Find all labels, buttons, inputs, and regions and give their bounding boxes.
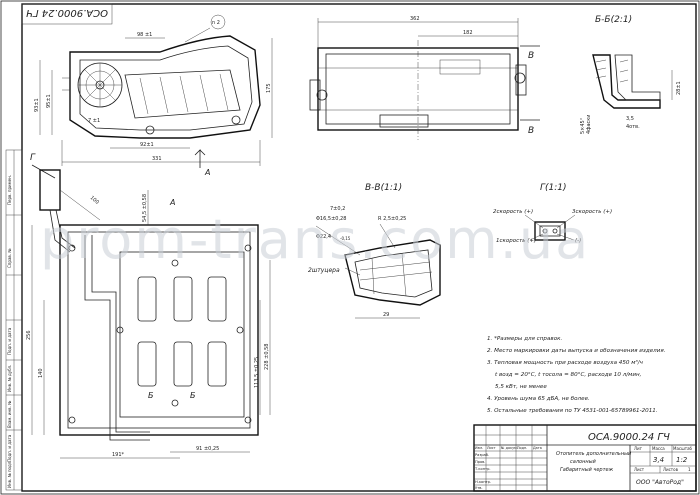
- notes-block: 1. *Размеры для справок. 2. Место маркир…: [487, 336, 666, 414]
- tb-sheet-label: Лист: [634, 467, 645, 472]
- front-view: 362 182 В В: [309, 16, 540, 140]
- side-stamp-2: Справ. №: [7, 249, 12, 268]
- tb-mass-header: Масса: [652, 446, 665, 451]
- dim-228: 228 ±0,58: [264, 344, 270, 370]
- tb-name-3: Габаритный чертеж: [560, 467, 614, 473]
- watermark-text: prom-trans.com.ua: [40, 208, 590, 271]
- tb-sheets-label: Листов: [663, 467, 679, 472]
- side-stamp-3: Подп. и дата: [7, 327, 12, 355]
- side-stamp-strip: Перв. примен. Справ. № Подп. и дата Инв.…: [5, 149, 23, 491]
- dim-28: 28±1: [676, 81, 682, 95]
- top-stamp-text: ОСА.9000.24 ГЧ: [26, 7, 108, 18]
- dim-191: 191*: [112, 452, 125, 458]
- dim-91: 91 ±0,25: [196, 446, 219, 452]
- side-stamp-4: Инв. № дубл.: [7, 365, 12, 392]
- view-marker-a: А: [204, 168, 210, 177]
- dim-182: 182: [463, 30, 473, 36]
- dim-3-5: 3,5: [626, 116, 634, 122]
- dim-29: 29: [383, 312, 389, 318]
- tb-doc-number: ОСА.9000.24 ГЧ: [588, 432, 670, 443]
- tb-name-1: Отопитель дополнительный: [556, 451, 632, 457]
- tb-role-3: Т.контр.: [474, 467, 491, 471]
- dim-113-5: 113,5 ±0,25: [254, 357, 260, 388]
- tb-row-date: Дата: [533, 446, 542, 450]
- tb-scale: 1:2: [676, 456, 688, 464]
- view-g: Г(1:1) 2скорость (+) 3скорость (+) 1скор…: [493, 183, 612, 244]
- section-marker-v-bottom: В: [528, 126, 534, 136]
- dim-100: 100: [89, 195, 100, 206]
- section-bb: Б-Б(2:1) 28±1 5×45° 4фаски 3,5 4отв.: [580, 15, 682, 134]
- dim-5x45: 5×45°: [580, 117, 586, 134]
- side-stamp-5: Взам. инв. №: [7, 401, 12, 428]
- tb-row-list: Лист: [487, 446, 496, 450]
- dim-015: -0,15: [340, 236, 351, 241]
- dim-7: 7 ±1: [88, 118, 100, 124]
- side-stamp-1: Перв. примен.: [7, 175, 12, 205]
- tb-name-2: салонный: [570, 459, 597, 465]
- view-a: А Г 100 54,5 ±0,58 256 140 113,5 ±0,: [26, 153, 271, 459]
- dim-4otv: 4отв.: [626, 124, 640, 130]
- tb-sheets-count: 1: [688, 467, 691, 472]
- dim-140: 140: [38, 368, 44, 378]
- note-1: 1. *Размеры для справок.: [487, 336, 562, 342]
- speed-1-label: 1скорость (+): [496, 238, 536, 244]
- minus-label: (-): [575, 238, 581, 244]
- side-stamp-6: Подп. и дата: [7, 434, 12, 462]
- tb-role-2: Пров.: [475, 460, 485, 464]
- dim-362: 362: [410, 16, 420, 22]
- dim-n2: n 2: [212, 20, 220, 26]
- section-vv: В-В(1:1) 7±0,2 Φ16,5±0,28 R 2,5±0,25 Φ22…: [308, 183, 441, 319]
- dim-54-5: 54,5 ±0,58: [142, 194, 148, 222]
- section-marker-b-left: Б: [148, 391, 154, 400]
- tb-row-izm: Изм.: [475, 446, 483, 450]
- tb-lit-header: Лит: [634, 446, 643, 451]
- dim-331: 331: [152, 156, 162, 162]
- note-5: 5. Остальные требования по ТУ 4531-001-6…: [487, 408, 658, 414]
- tb-role-1: Разраб.: [475, 453, 489, 457]
- note-3-cond: t возд = 20°С, t тосола = 80°С, расходе …: [495, 372, 642, 378]
- dim-22-4: Φ22,4: [316, 234, 331, 240]
- title-block: Изм. Лист № докум. Подп. Дата Разраб. Пр…: [473, 424, 697, 492]
- dim-16-5: Φ16,5±0,28: [316, 216, 346, 222]
- dim-95: 95±1: [46, 94, 52, 108]
- tb-scale-header: Масштаб: [673, 446, 693, 451]
- label-shtutser: 2штуцера: [308, 267, 340, 274]
- section-bb-title: Б-Б(2:1): [595, 15, 632, 25]
- tb-role-6: Утв.: [475, 486, 483, 490]
- dim-98: 98 ±1: [137, 32, 152, 38]
- note-4: 4. Уровень шума 65 дБА, не более.: [487, 396, 590, 402]
- dim-175: 175: [266, 83, 272, 93]
- tb-mass: 3,4: [653, 456, 664, 464]
- dim-r2-5: R 2,5±0,25: [378, 216, 406, 222]
- side-view: 98 ±1 n 2 93±1 95±1 175 7 ±1 92±1 331 А: [34, 14, 273, 177]
- top-stamp: ОСА.9000.24 ГЧ: [21, 3, 113, 25]
- section-vv-title: В-В(1:1): [365, 183, 402, 193]
- dim-93: 93±1: [34, 98, 40, 112]
- view-a-title: А: [169, 198, 175, 207]
- tb-row-doc: № докум.: [501, 446, 518, 450]
- side-stamp-7: Инв. № подл.: [7, 460, 12, 488]
- note-3-power: 5,5 кВт, не менее: [495, 384, 547, 390]
- note-3: 3. Тепловая мощность при расходе воздуха…: [487, 359, 644, 366]
- dim-92: 92±1: [140, 142, 154, 148]
- view-g-title: Г(1:1): [540, 183, 567, 193]
- tb-row-sign: Подп.: [517, 446, 527, 450]
- section-marker-v-top: В: [528, 51, 534, 61]
- dim-256: 256: [26, 330, 32, 340]
- dim-7-0-2: 7±0,2: [330, 206, 345, 212]
- dim-4faski: 4фаски: [586, 114, 592, 134]
- speed-3-label: 3скорость (+): [572, 209, 612, 215]
- tb-company: ООО "АвтоРод": [636, 479, 684, 486]
- section-marker-g: Г: [30, 153, 36, 163]
- speed-2-label: 2скорость (+): [493, 209, 533, 215]
- section-marker-b-right: Б: [190, 391, 196, 400]
- note-2: 2. Место маркировки даты выпуска и обозн…: [487, 348, 666, 354]
- tb-role-5: Н.контр.: [475, 480, 491, 484]
